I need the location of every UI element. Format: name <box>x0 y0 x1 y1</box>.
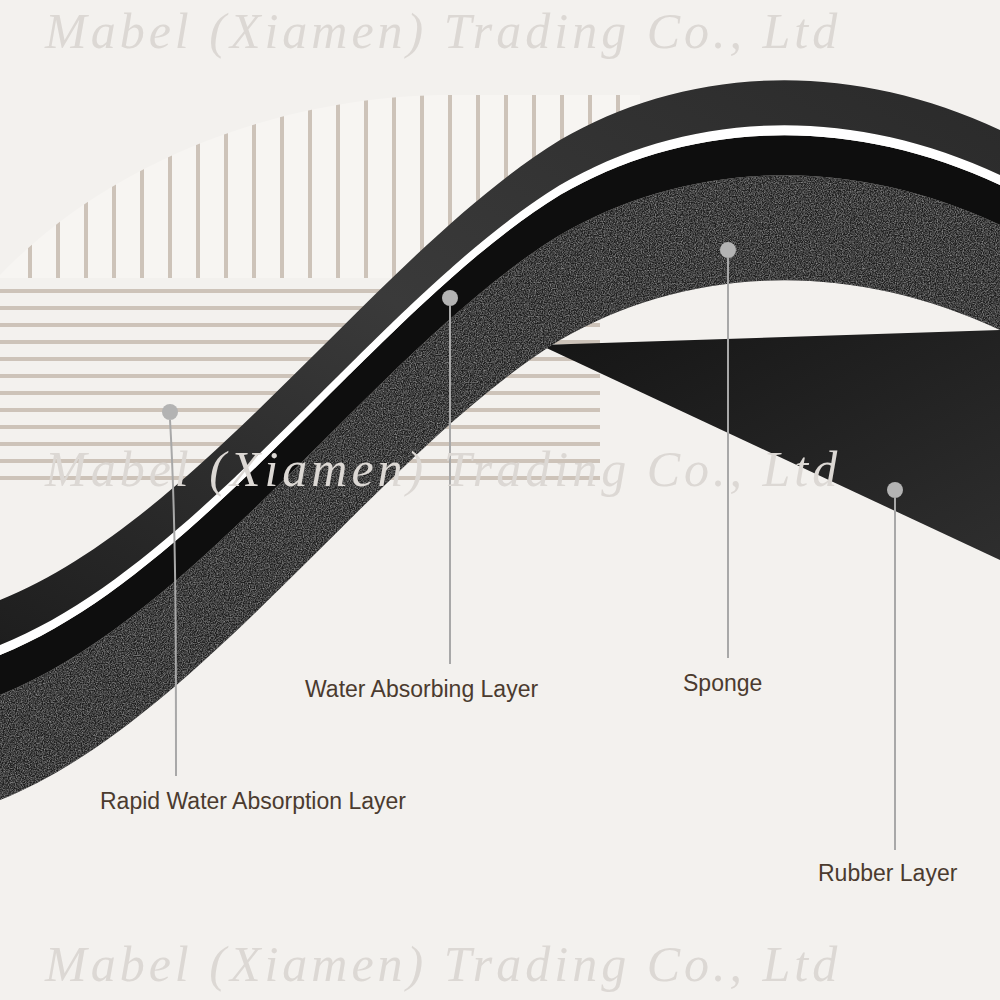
layer-label: Rapid Water Absorption Layer <box>100 788 406 815</box>
watermark: Mabel (Xiamen) Trading Co., Ltd <box>45 440 841 498</box>
layer-label: Water Absorbing Layer <box>305 676 538 703</box>
watermark: Mabel (Xiamen) Trading Co., Ltd <box>45 935 841 993</box>
layer-label: Rubber Layer <box>818 860 957 887</box>
rapid-absorption-band <box>0 80 1000 645</box>
leader-lines <box>170 258 895 850</box>
watermark: Mabel (Xiamen) Trading Co., Ltd <box>45 2 841 60</box>
layer-label: Sponge <box>683 670 762 697</box>
